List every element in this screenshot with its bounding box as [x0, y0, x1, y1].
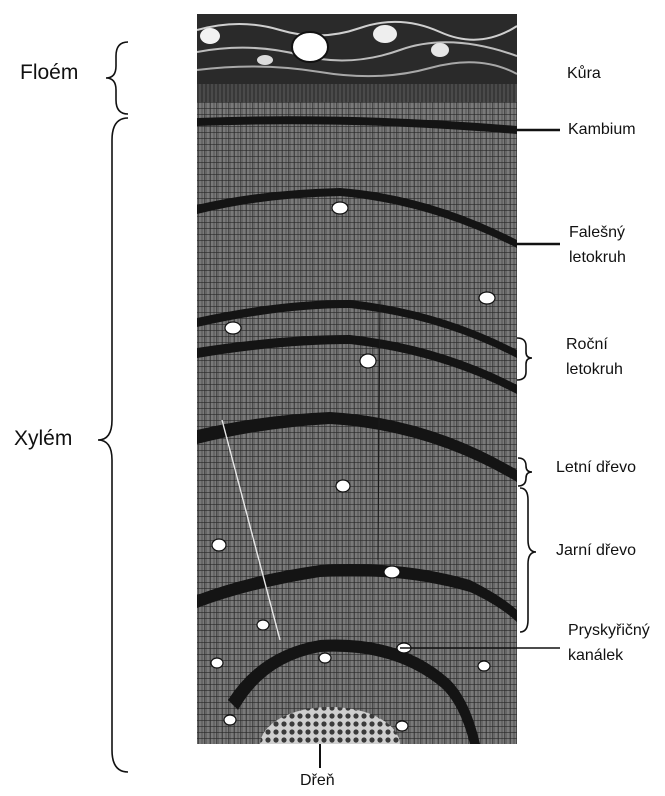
xylem-label: Xylém [14, 428, 72, 450]
latewood-label: Letní dřevo [556, 457, 636, 479]
earlywood-label: Jarní dřevo [556, 540, 636, 562]
annual-ring-brace [517, 338, 532, 380]
phloem-brace [106, 42, 128, 114]
xylem-brace [98, 118, 128, 772]
resin-canal-label-line1: Pryskyřičný [568, 620, 650, 642]
earlywood-brace [520, 488, 536, 632]
latewood-brace [518, 458, 532, 486]
cambium-label: Kambium [568, 119, 636, 141]
pith-label: Dřeň [300, 770, 335, 792]
resin-canal-label-line2: kanálek [568, 645, 623, 667]
annual-ring-label-line1: Roční [566, 334, 608, 356]
annual-ring-label-line2: letokruh [566, 359, 623, 381]
phloem-label: Floém [20, 62, 78, 84]
false-ring-label-line2: letokruh [569, 247, 626, 269]
false-ring-label-line1: Falešný [569, 222, 625, 244]
bark-label: Kůra [567, 63, 601, 85]
wood-section-image [197, 14, 517, 783]
bark-region [197, 14, 517, 102]
